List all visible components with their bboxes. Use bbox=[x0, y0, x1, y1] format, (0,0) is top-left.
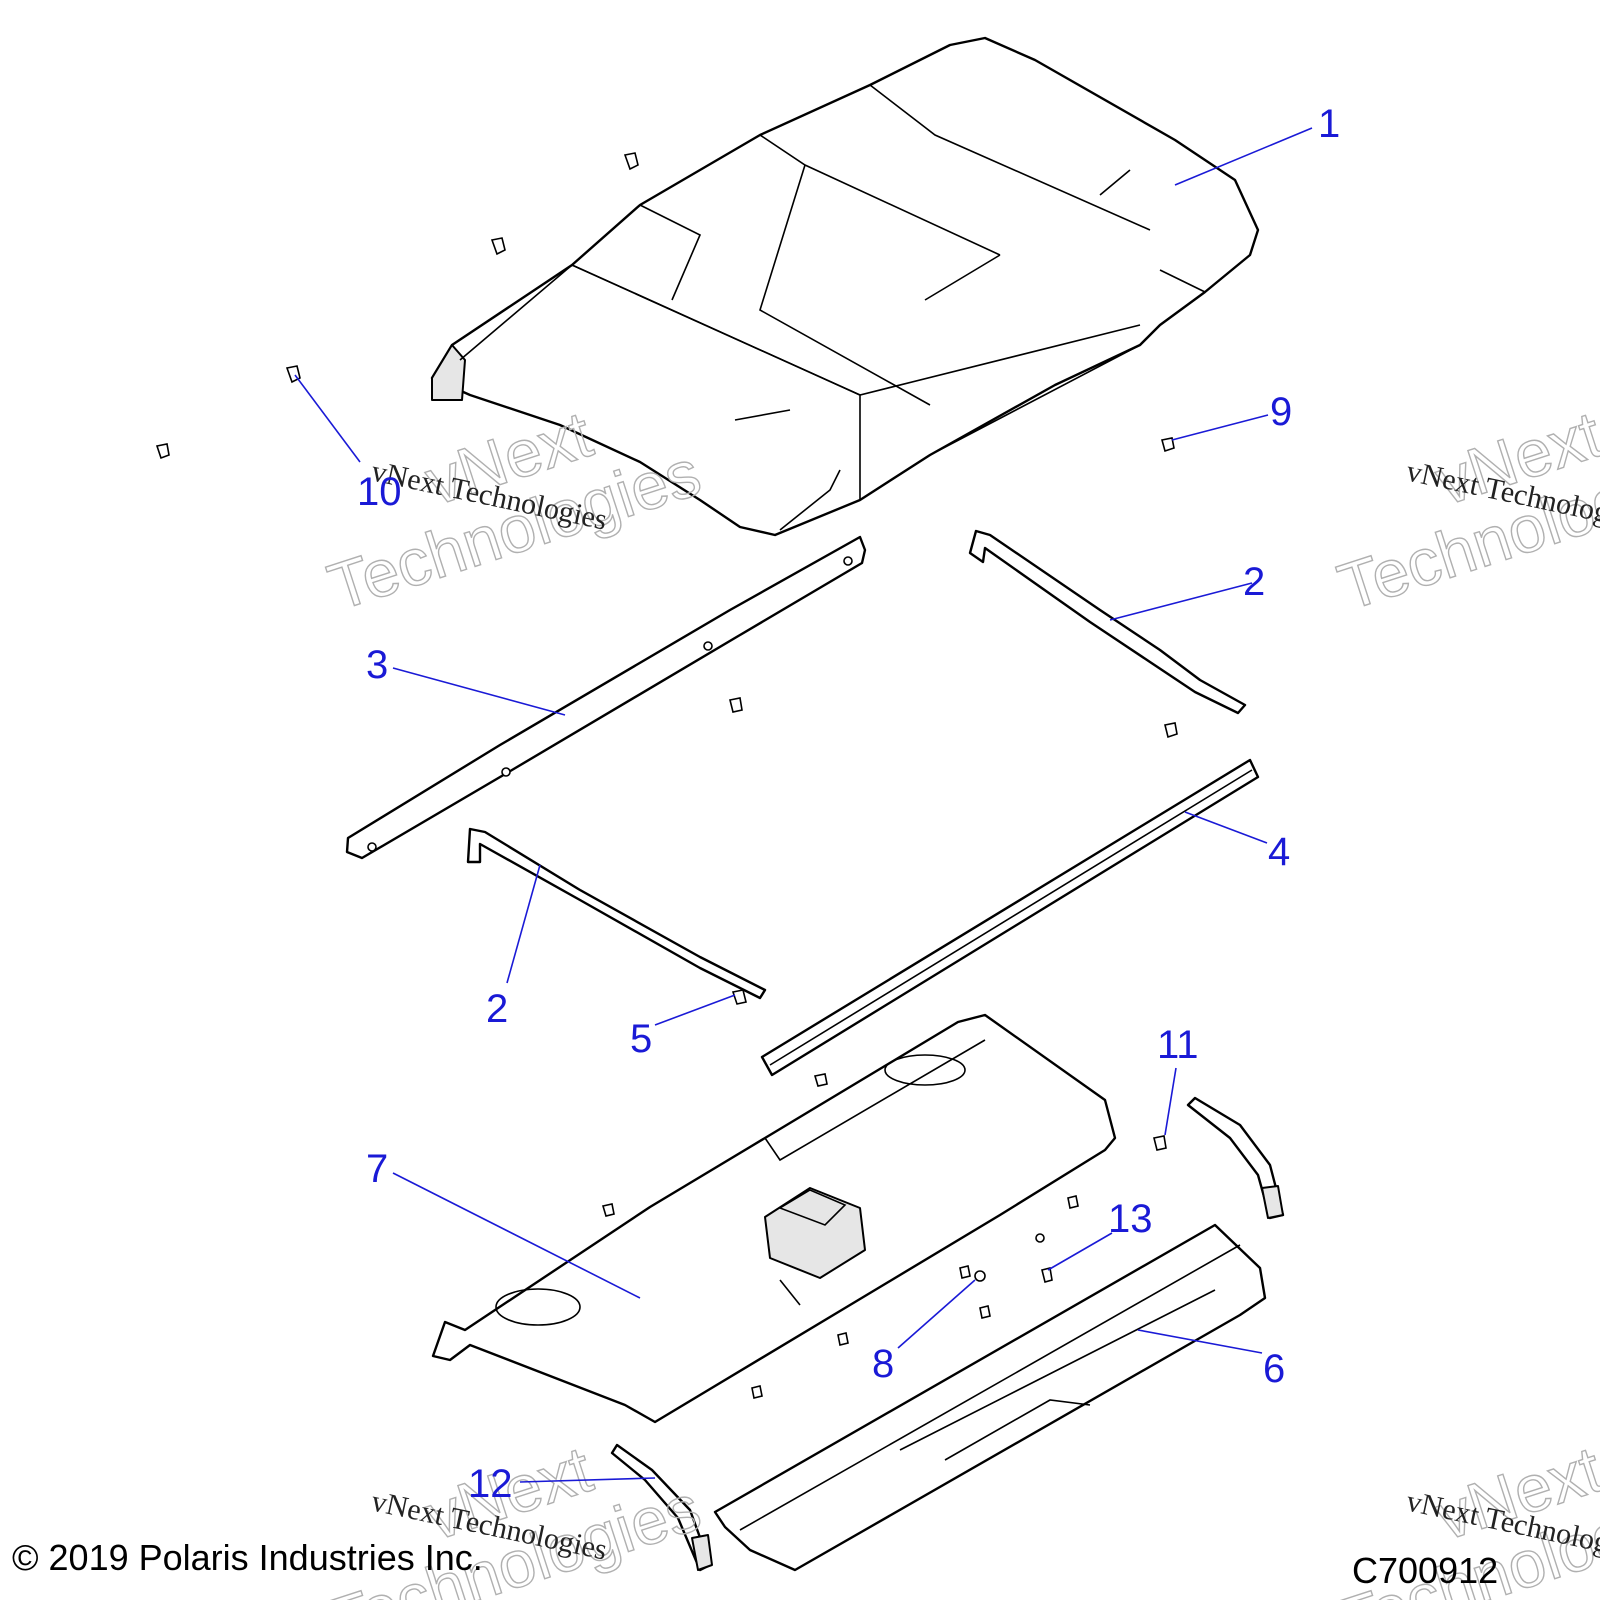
callout-1: 1 bbox=[1318, 102, 1340, 146]
leader-7 bbox=[392, 1172, 641, 1299]
fastener-6b bbox=[837, 1332, 849, 1346]
callout-2-lower: 2 bbox=[486, 987, 508, 1031]
callout-5: 5 bbox=[630, 1017, 652, 1061]
callout-11: 11 bbox=[1157, 1023, 1199, 1067]
figure-id: C700912 bbox=[1352, 1550, 1498, 1591]
callout-9: 9 bbox=[1270, 390, 1292, 434]
leader-lines bbox=[294, 127, 1313, 1483]
fastener-6d bbox=[751, 1385, 763, 1399]
callout-10: 10 bbox=[357, 470, 402, 514]
fastener-6c bbox=[1067, 1195, 1079, 1209]
fastener-mid-2 bbox=[1164, 722, 1178, 739]
fastener-8b bbox=[1035, 1233, 1045, 1243]
fastener-7b bbox=[813, 1073, 828, 1087]
leader-2a bbox=[1109, 582, 1253, 621]
fastener-10b bbox=[155, 443, 170, 460]
leader-2b bbox=[506, 864, 541, 984]
leader-3 bbox=[392, 667, 566, 716]
fasteners bbox=[155, 152, 1178, 1399]
fastener-11 bbox=[1153, 1135, 1167, 1151]
leader-6 bbox=[1137, 1329, 1263, 1354]
seal-strip-part bbox=[760, 758, 1260, 1077]
callout-4: 4 bbox=[1268, 830, 1290, 874]
callout-7: 7 bbox=[366, 1147, 388, 1191]
roof-top-part bbox=[430, 36, 1260, 537]
callout-12: 12 bbox=[468, 1462, 513, 1506]
fastener-6a bbox=[959, 1265, 971, 1279]
fastener-5 bbox=[731, 989, 747, 1005]
leader-1 bbox=[1174, 127, 1313, 186]
fastener-mid-1 bbox=[729, 697, 743, 713]
rear-panel-part bbox=[713, 1223, 1267, 1572]
fastener-13 bbox=[1041, 1267, 1053, 1283]
callout-8: 8 bbox=[872, 1342, 894, 1386]
leader-13 bbox=[1047, 1232, 1113, 1271]
leader-5 bbox=[654, 994, 736, 1026]
callout-2-upper: 2 bbox=[1243, 560, 1265, 604]
leader-4 bbox=[1184, 811, 1268, 844]
leader-12 bbox=[519, 1477, 656, 1483]
trim-strip-part-upper bbox=[968, 529, 1247, 715]
fastener-10d bbox=[623, 152, 639, 171]
callout-3: 3 bbox=[366, 643, 388, 687]
callout-6: 6 bbox=[1263, 1347, 1285, 1391]
fastener-8 bbox=[974, 1270, 986, 1282]
leader-9 bbox=[1171, 414, 1269, 441]
callout-labels: 1 9 10 2 3 4 2 5 11 7 13 8 6 12 bbox=[357, 102, 1340, 1506]
callout-13: 13 bbox=[1108, 1197, 1153, 1241]
leader-11 bbox=[1164, 1067, 1177, 1136]
fastener-10c bbox=[490, 237, 506, 256]
leader-8 bbox=[897, 1279, 976, 1349]
copyright-notice: © 2019 Polaris Industries Inc. bbox=[12, 1537, 483, 1578]
leader-10 bbox=[294, 374, 361, 463]
trim-strip-part-lower bbox=[466, 827, 767, 1000]
fastener-9 bbox=[1161, 437, 1175, 453]
fastener-7a bbox=[601, 1203, 615, 1217]
corner-seal-part-left bbox=[610, 1443, 713, 1572]
headliner-part bbox=[431, 1013, 1117, 1424]
corner-seal-part-right bbox=[1186, 1096, 1285, 1220]
side-rail-part bbox=[345, 535, 867, 860]
fastener-6e bbox=[979, 1305, 991, 1319]
